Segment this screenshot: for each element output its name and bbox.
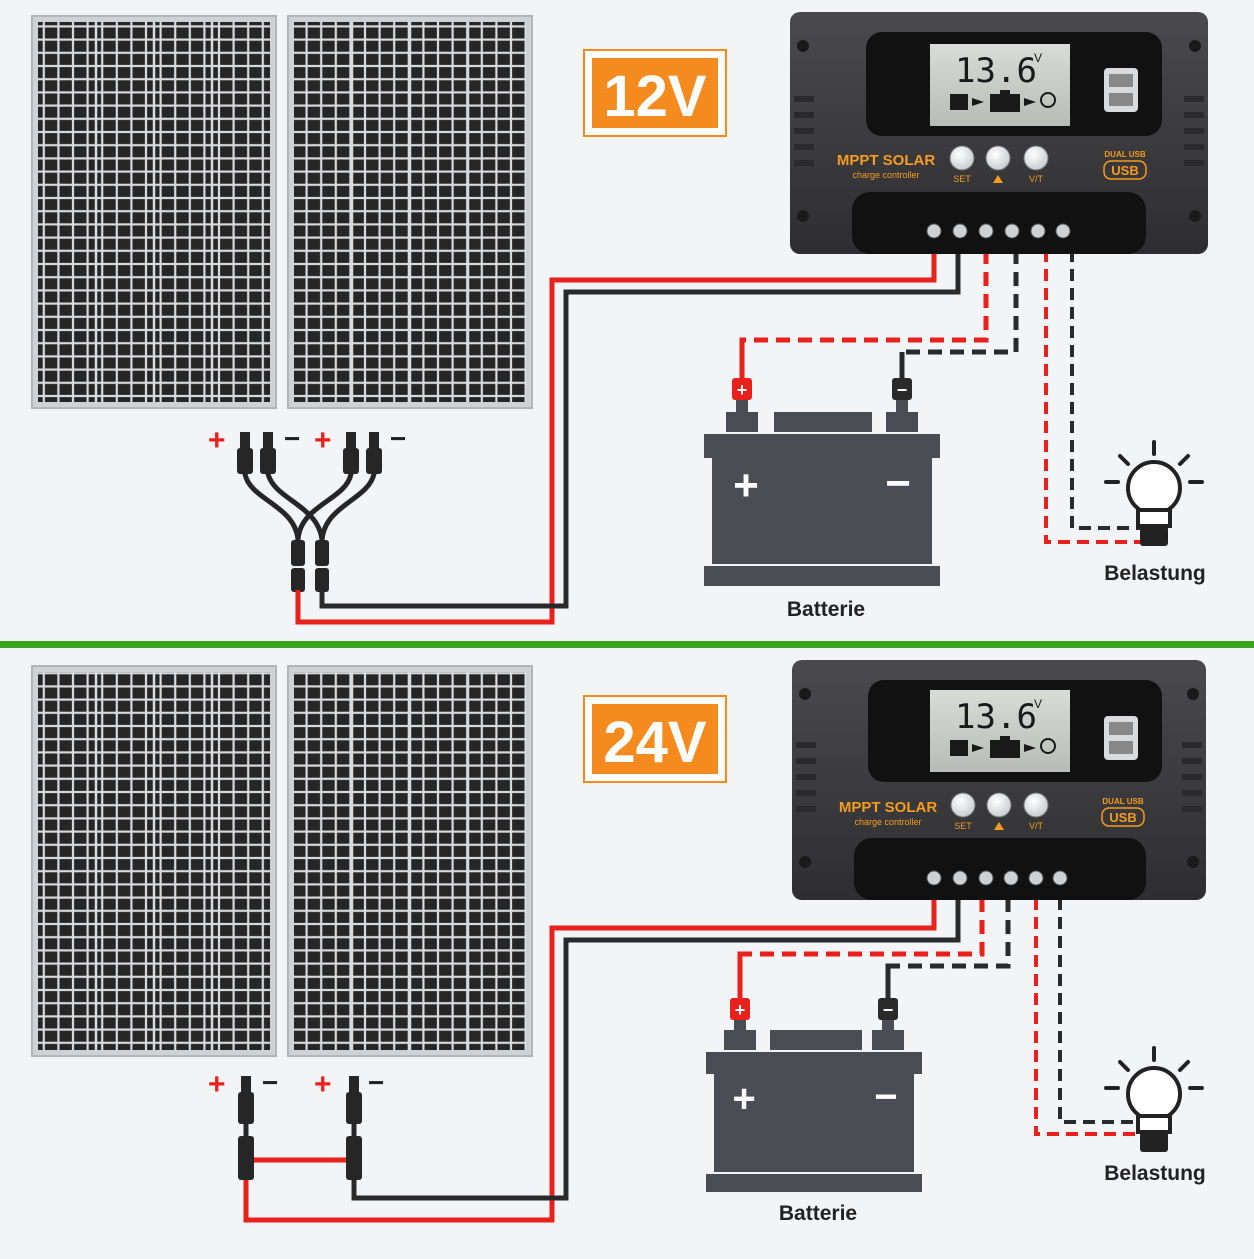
panel-positive-wire (295, 250, 937, 625)
solar-panel-icon (31, 665, 277, 1057)
panel-positive-sign: + (314, 1068, 332, 1101)
usb-port-icon[interactable] (1104, 68, 1138, 112)
solar-panel-icon (31, 15, 277, 409)
panel-positive-sign: + (208, 424, 226, 457)
section-divider (0, 641, 1254, 648)
diagram-24v: + − + − 24V (31, 660, 1206, 1225)
solar-panel-icon (287, 15, 533, 409)
lcd-status-icons (950, 736, 1056, 758)
panel-negative-wire (319, 250, 961, 609)
lcd-display (930, 690, 1070, 772)
up-arrow-icon (993, 175, 1003, 183)
panel-positive-sign: + (208, 1068, 226, 1101)
controller-subtitle: charge controller (854, 817, 921, 827)
battery-label: Batterie (779, 1202, 857, 1225)
vt-button-label: V/T (1029, 821, 1044, 831)
up-button[interactable] (985, 145, 1011, 171)
set-button[interactable] (949, 145, 975, 171)
set-button-label: SET (953, 174, 971, 184)
panel-negative-sign: − (368, 1067, 384, 1098)
battery-positive-sign: + (732, 1077, 755, 1121)
lcd-display (930, 44, 1070, 126)
load-negative-wire (1070, 250, 1140, 530)
load-positive-wire (1044, 250, 1140, 544)
battery-positive-wire (739, 250, 989, 380)
terminal-block (926, 870, 1068, 886)
mc4-connector-icon (237, 432, 382, 474)
lcd-voltage-unit: V (1034, 51, 1042, 65)
battery-negative-wire (885, 898, 1011, 1000)
battery-positive-wire (737, 898, 985, 1000)
up-arrow-icon (994, 822, 1004, 830)
charge-controller: 13.6 V MPPT SOLAR charge controller SET … (790, 12, 1208, 254)
lcd-voltage-value: 13.6 (955, 697, 1037, 737)
load-label: Belastung (1104, 1162, 1206, 1185)
lcd-status-icons (950, 90, 1056, 112)
solar-panel-icon (287, 665, 533, 1057)
panel-negative-sign: − (390, 423, 406, 454)
vt-button[interactable] (1023, 145, 1049, 171)
load-negative-wire (1058, 898, 1140, 1124)
controller-subtitle: charge controller (852, 170, 919, 180)
usb-caption: DUAL USB (1102, 797, 1143, 806)
charge-controller: 13.6 V MPPT SOLAR charge controller SET … (792, 660, 1206, 900)
battery-terminal-negative: − (897, 380, 908, 400)
usb-badge: USB (1109, 810, 1136, 825)
branch-connector-icon (242, 471, 377, 543)
usb-caption: DUAL USB (1104, 150, 1145, 159)
battery-terminal-positive: + (735, 1000, 746, 1020)
light-bulb-icon (1104, 440, 1204, 546)
usb-badge: USB (1111, 163, 1138, 178)
voltage-badge: 12V (583, 49, 727, 137)
panel-negative-sign: − (284, 423, 300, 454)
battery-negative-sign: − (874, 1075, 897, 1119)
load-positive-wire (1034, 898, 1140, 1136)
panel-negative-wire (351, 898, 961, 1201)
light-bulb-icon (1104, 1046, 1204, 1152)
battery-terminal-positive: + (737, 380, 748, 400)
mc4-connector-icon (238, 1076, 362, 1180)
battery-icon: + − + − (704, 378, 940, 586)
usb-port-icon[interactable] (1104, 716, 1138, 760)
set-button[interactable] (950, 792, 976, 818)
diagram-12v: + − + − (31, 12, 1208, 625)
lcd-voltage-value: 13.6 (955, 51, 1037, 91)
voltage-label: 24V (603, 710, 707, 775)
load-label: Belastung (1104, 562, 1206, 585)
controller-brand: MPPT SOLAR (839, 799, 938, 816)
battery-icon: + − + − (706, 998, 922, 1192)
battery-label: Batterie (787, 598, 865, 621)
terminal-block (926, 223, 1071, 239)
lcd-voltage-unit: V (1034, 697, 1042, 711)
panel-positive-wire (243, 898, 937, 1223)
vt-button[interactable] (1023, 792, 1049, 818)
panel-negative-sign: − (262, 1067, 278, 1098)
battery-terminal-negative: − (883, 1000, 894, 1020)
battery-negative-sign: − (885, 459, 911, 508)
voltage-label: 12V (603, 64, 707, 129)
voltage-badge: 24V (583, 695, 727, 783)
vt-button-label: V/T (1029, 174, 1044, 184)
controller-brand: MPPT SOLAR (837, 152, 936, 169)
set-button-label: SET (954, 821, 972, 831)
up-button[interactable] (986, 792, 1012, 818)
mc4-connector-icon (291, 540, 329, 592)
panel-positive-sign: + (314, 424, 332, 457)
battery-positive-sign: + (733, 461, 759, 510)
